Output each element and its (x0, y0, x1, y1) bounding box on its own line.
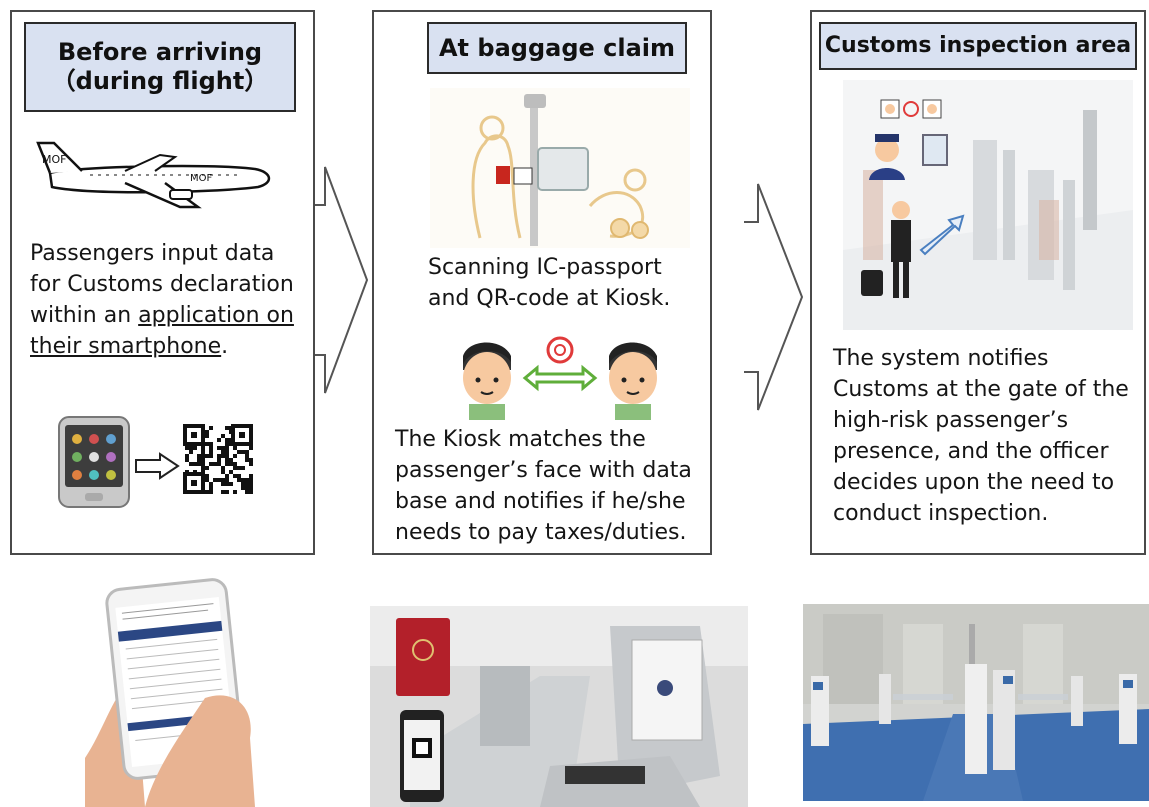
plane-tail-mark: MOF (42, 153, 66, 166)
airplane-icon: MOF MOF (30, 135, 280, 210)
flow-arrow-2 (742, 182, 804, 412)
qr-code-icon (183, 424, 255, 500)
kiosk-photo (370, 606, 748, 807)
face-match-icon (455, 330, 665, 420)
panel-1-text-main: Passengers input data for Customs declar… (30, 241, 294, 328)
traveler-icon (861, 201, 911, 298)
inspection-gate-photo (803, 604, 1149, 801)
smartphone-app-photo (85, 578, 255, 807)
panel-title-before-arriving: Before arriving （during flight） (24, 22, 296, 112)
arrow-right-icon (134, 452, 180, 480)
officer-icon (869, 134, 905, 180)
kiosk-icon (430, 88, 690, 248)
svg-text:MOF: MOF (190, 173, 212, 184)
title-line-1: Before arriving (57, 38, 263, 67)
flow-arrow-1 (313, 165, 369, 395)
panel-2-text: The Kiosk matches the passenger’s face w… (395, 427, 692, 545)
panel-1-text: Passengers input data for Customs declar… (30, 238, 305, 362)
kiosk-caption: Scanning IC-passport and QR-code at Kios… (428, 255, 671, 311)
panel-title-customs-inspection: Customs inspection area (819, 22, 1137, 70)
panel-title-baggage-claim: At baggage claim (427, 22, 687, 74)
smartphone-icon (55, 415, 135, 510)
panel-1-text-end: . (221, 334, 229, 359)
face-icon (463, 342, 511, 420)
title-text: At baggage claim (438, 33, 676, 62)
monitor-faces-icon (880, 99, 942, 119)
smartphone-application-link: application on their smartphone (30, 303, 294, 359)
title-text: Customs inspection area (824, 32, 1132, 58)
panel-3-text: The system notifies Customs at the gate … (833, 346, 1129, 526)
gate-scene-illustration (843, 80, 1133, 330)
title-line-2: （during flight） (51, 67, 269, 95)
